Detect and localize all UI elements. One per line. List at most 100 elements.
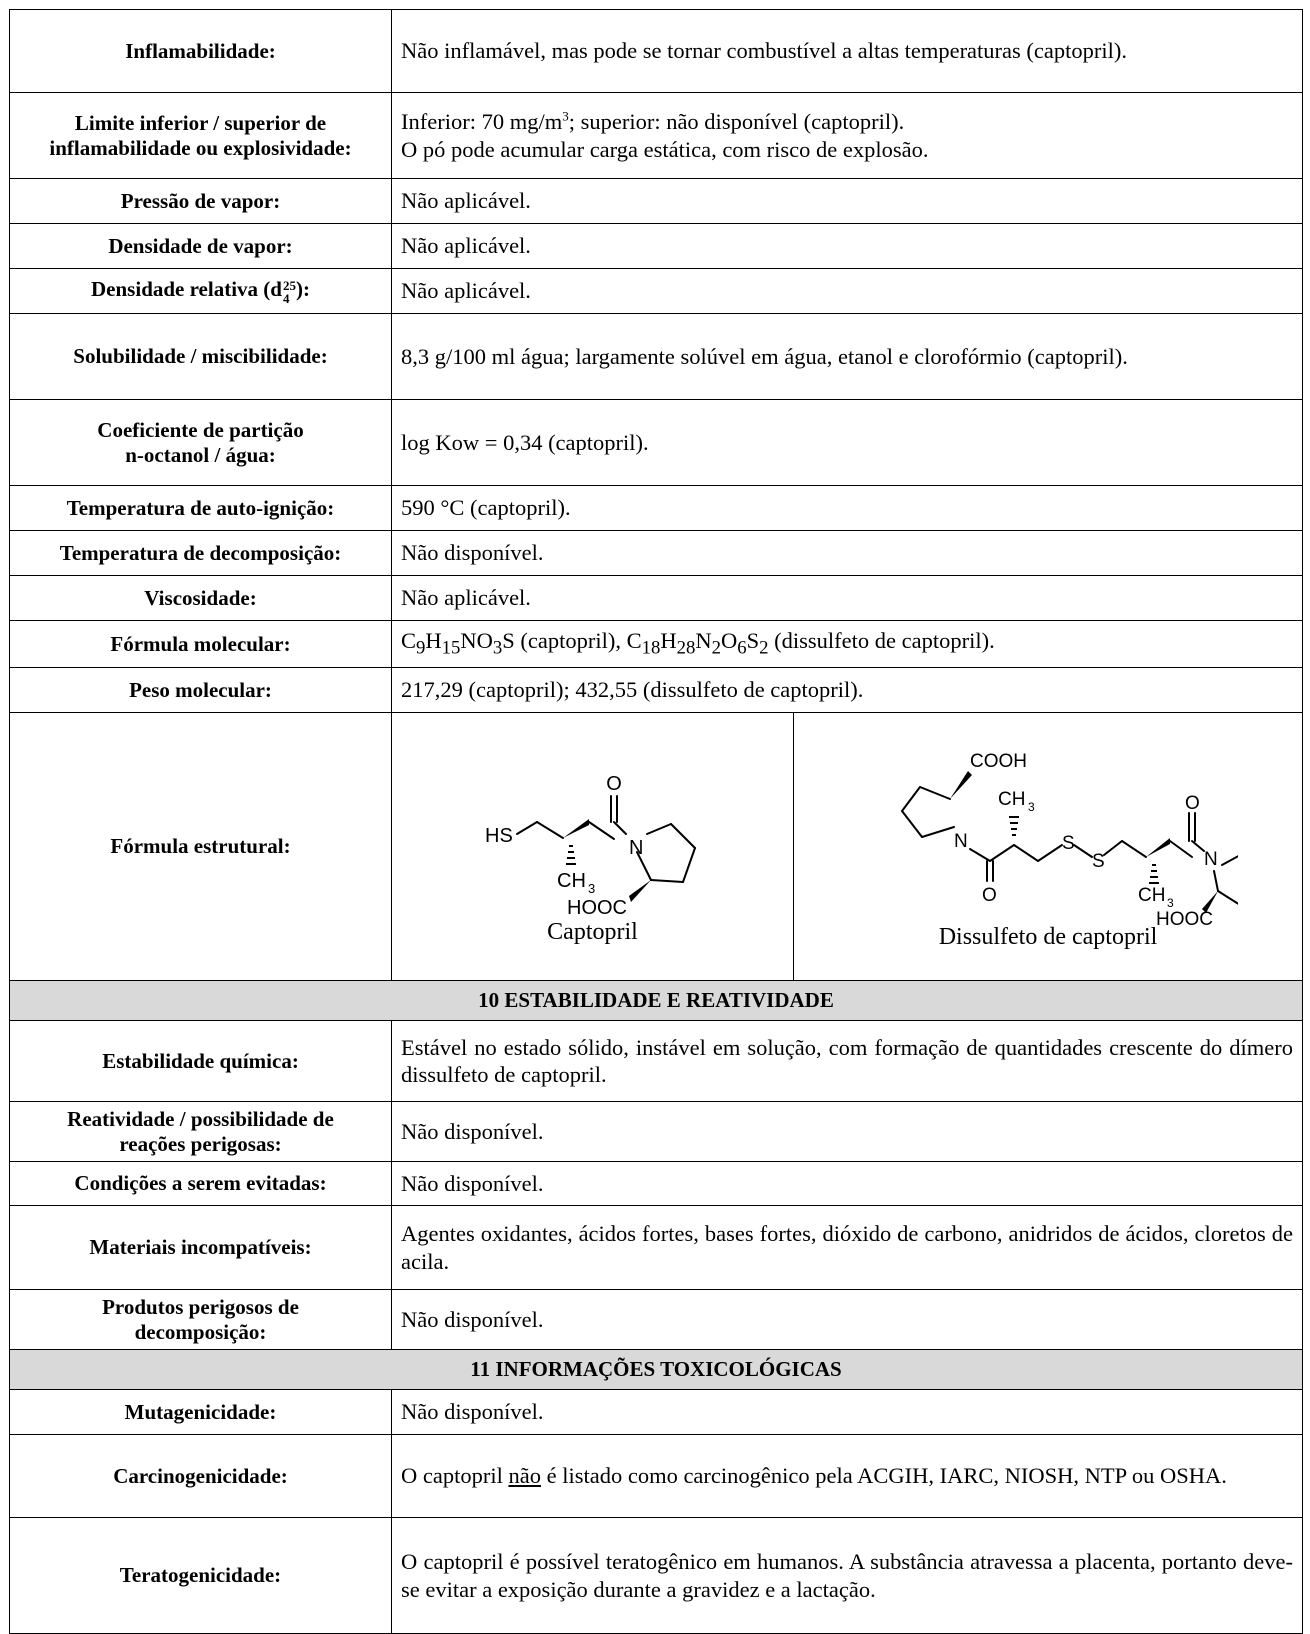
label-text: reações perigosas: [119, 1131, 282, 1156]
label-text: Reatividade / possibilidade de [67, 1106, 334, 1131]
formula-part: C [401, 628, 417, 654]
table-row: Inflamabilidade: Não inflamável, mas pod… [9, 9, 1303, 93]
captopril-caption: Captopril [547, 918, 638, 945]
atom-label: S [1092, 851, 1105, 872]
row-label: Solubilidade / miscibilidade: [9, 313, 392, 400]
formula-sub: 9 [416, 637, 426, 659]
formula-sub: 3 [492, 637, 503, 659]
atom-label: CH [998, 789, 1025, 810]
table-row: Materiais incompatíveis: Agentes oxidant… [9, 1205, 1303, 1290]
atom-label: COOH [970, 751, 1027, 772]
atom-label: HOOC [1156, 909, 1213, 927]
row-label: Carcinogenicidade: [9, 1434, 392, 1518]
value-text: é listado como carcinogênico pela ACGIH,… [540, 1463, 1227, 1489]
table-row: Peso molecular: 217,29 (captopril); 432,… [9, 667, 1303, 713]
dimer-caption: Dissulfeto de captopril [938, 923, 1158, 950]
table-row: Pressão de vapor: Não aplicável. [9, 178, 1303, 224]
row-label: Estabilidade química: [9, 1020, 392, 1102]
value-text: O pó pode acumular carga estática, com r… [401, 136, 929, 162]
table-row: Carcinogenicidade: O captopril não é lis… [9, 1434, 1303, 1518]
row-value: Não inflamável, mas pode se tornar combu… [391, 9, 1303, 93]
formula-sub: 2 [759, 637, 769, 659]
formula-text: (dissulfeto de captopril). [768, 628, 995, 654]
row-value: Não aplicável. [391, 575, 1303, 621]
row-label: Limite inferior / superior de inflamabil… [9, 92, 392, 179]
table-row: Temperatura de decomposição: Não disponí… [9, 530, 1303, 576]
row-label: Fórmula molecular: [9, 620, 392, 668]
formula-part: N [695, 628, 712, 654]
row-value: Não aplicável. [391, 268, 1303, 314]
table-row: Condições a serem evitadas: Não disponív… [9, 1161, 1303, 1206]
atom-label: O [1185, 793, 1200, 814]
atom-label: O [982, 885, 997, 906]
atom-label: O [606, 773, 622, 795]
label-text: decomposição: [134, 1319, 267, 1344]
atom-label: CH [557, 870, 586, 892]
row-label: Inflamabilidade: [9, 9, 392, 93]
row-label: Temperatura de decomposição: [9, 530, 392, 576]
label-text: n-octanol / água: [125, 442, 276, 467]
formula-text: (captopril), [514, 628, 627, 654]
table-row: Solubilidade / miscibilidade: 8,3 g/100 … [9, 313, 1303, 400]
subscript: 4 [282, 290, 290, 306]
row-label: Pressão de vapor: [9, 178, 392, 224]
row-value: Não disponível. [391, 1161, 1303, 1206]
row-label: Teratogenicidade: [9, 1517, 392, 1634]
row-label: Peso molecular: [9, 667, 392, 713]
atom-label: HS [485, 825, 513, 847]
row-value: Não aplicável. [391, 223, 1303, 269]
label-text: Coeficiente de partição [97, 417, 304, 442]
row-value: Estável no estado sólido, instável em so… [391, 1020, 1303, 1102]
table-row: Temperatura de auto-ignição: 590 °C (cap… [9, 485, 1303, 531]
row-value: Não aplicável. [391, 178, 1303, 224]
label-text: Densidade relativa (d [91, 277, 282, 302]
captopril-structure: O N HS CH 3 HOOC [485, 773, 696, 919]
label-text: ): [295, 277, 310, 302]
section-title: 10 ESTABILIDADE E REATIVIDADE [9, 980, 1303, 1021]
atom-label: 3 [1028, 800, 1035, 814]
atom-label: N [629, 837, 643, 859]
row-value: O captopril não é listado como carcinogê… [391, 1434, 1303, 1518]
section-header: 10 ESTABILIDADE E REATIVIDADE [9, 980, 1303, 1021]
row-value: Não disponível. [391, 1289, 1303, 1350]
formula-sub: 15 [441, 637, 461, 659]
section-header: 11 INFORMAÇÕES TOXICOLÓGICAS [9, 1349, 1303, 1390]
row-value: Não disponível. [391, 1389, 1303, 1435]
formula-part: S [746, 628, 760, 654]
formula-sub: 2 [711, 637, 722, 659]
formula-sub: 18 [641, 637, 661, 659]
row-value: Não disponível. [391, 1101, 1303, 1162]
formula-part: H [660, 628, 677, 654]
formula-part: S [502, 628, 515, 654]
superscript: 3 [562, 108, 569, 124]
row-label: Fórmula estrutural: [9, 712, 392, 981]
value-text: Inferior: 70 mg/m [401, 109, 563, 135]
row-value: 590 °C (captopril). [391, 485, 1303, 531]
underlined-word: não [508, 1463, 541, 1489]
captopril-disulfide-structure: COOH CH 3 N O S S O N CH 3 HOOC [901, 751, 1238, 927]
dimer-structure-cell: COOH CH 3 N O S S O N CH 3 HOOC Dissulfe… [793, 712, 1303, 981]
value-text: ; superior: não disponível (captopril). [568, 109, 905, 135]
atom-label: N [954, 831, 968, 852]
row-label: Viscosidade: [9, 575, 392, 621]
table-row: Fórmula molecular: C9H15NO3S (captopril)… [9, 620, 1303, 668]
row-value: log Kow = 0,34 (captopril). [391, 399, 1303, 486]
row-label: Condições a serem evitadas: [9, 1161, 392, 1206]
atom-label: CH [1138, 885, 1165, 906]
atom-label: N [1204, 849, 1218, 870]
row-value: Não disponível. [391, 530, 1303, 576]
row-label: Temperatura de auto-ignição: [9, 485, 392, 531]
table-row: Estabilidade química: Estável no estado … [9, 1020, 1303, 1102]
formula-sub: 28 [676, 637, 696, 659]
section-title: 11 INFORMAÇÕES TOXICOLÓGICAS [9, 1349, 1303, 1390]
structure-row: Fórmula estrutural: [9, 712, 1303, 981]
atom-label: 3 [1167, 896, 1174, 910]
table-row: Mutagenicidade: Não disponível. [9, 1389, 1303, 1435]
molecular-formula: C9H15NO3S (captopril), C18H28N2O6S2 (dis… [391, 620, 1303, 668]
